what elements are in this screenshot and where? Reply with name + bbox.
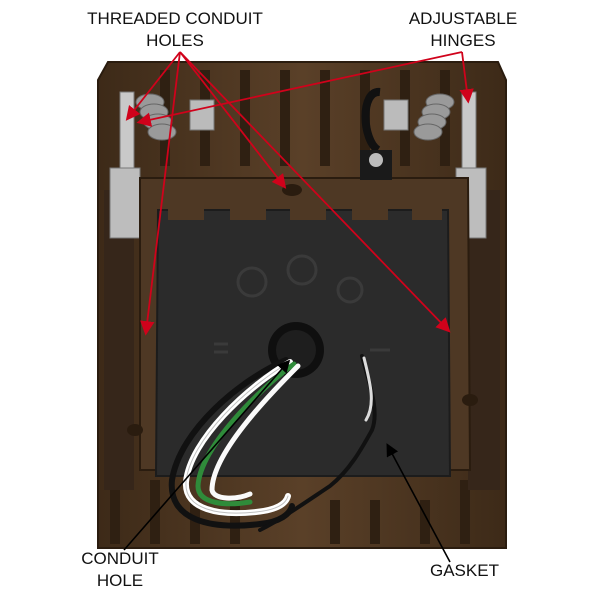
threaded-conduit-hole-top [282,184,302,196]
label-line: HOLE [96,571,144,590]
label-line: CONDUIT [81,549,159,568]
label-line: HOLES [146,31,204,50]
label-line: GASKET [430,561,499,580]
label-line: THREADED CONDUIT [87,9,263,28]
label-threaded-conduit-holes: THREADED CONDUIT HOLES [62,8,288,52]
label-adjustable-hinges: ADJUSTABLE HINGES [388,8,538,52]
label-conduit-hole: CONDUIT HOLE [60,548,180,592]
annotation-arrows [123,51,474,563]
label-line: ADJUSTABLE [408,9,518,28]
label-line: HINGES [430,31,496,50]
label-gasket: GASKET [430,560,530,582]
